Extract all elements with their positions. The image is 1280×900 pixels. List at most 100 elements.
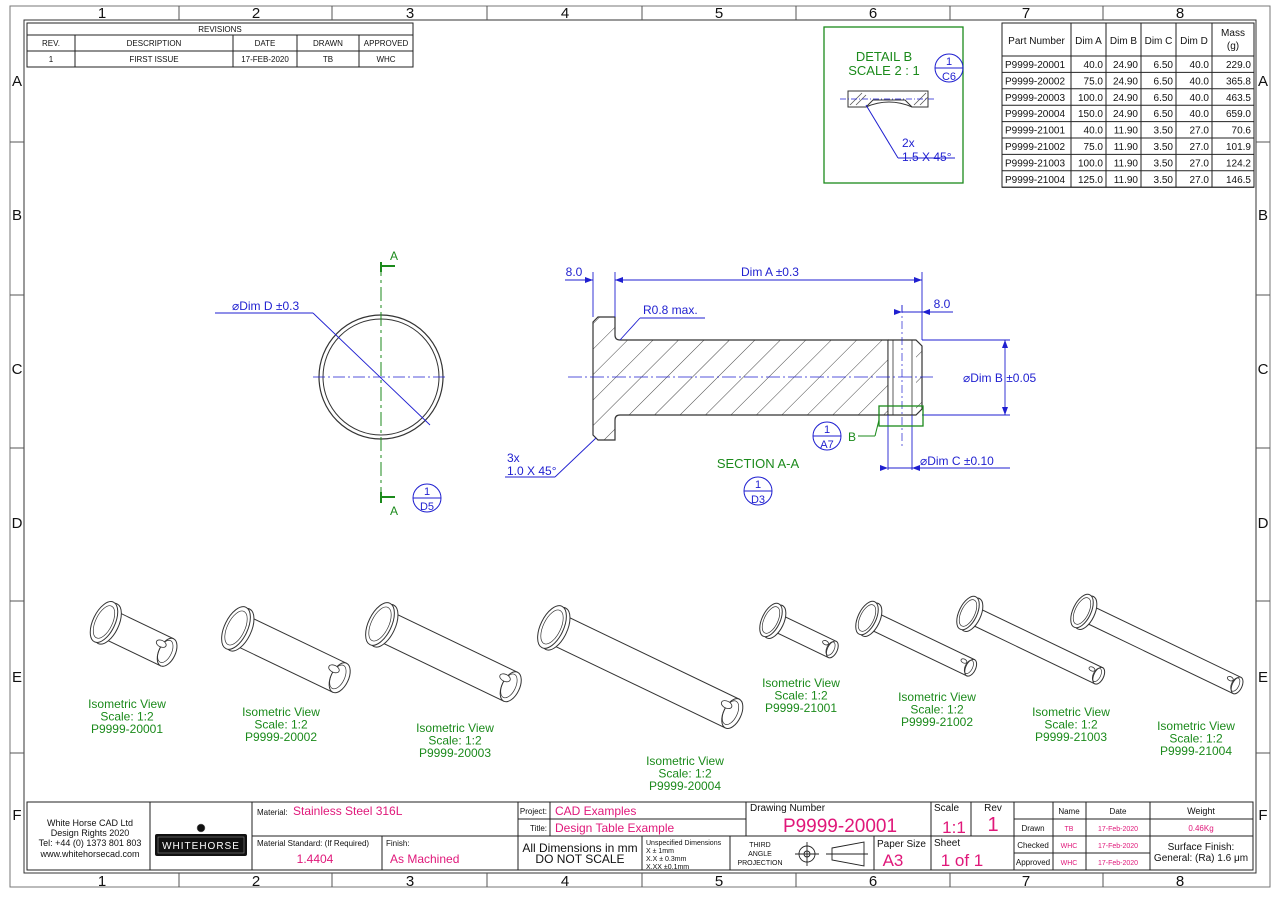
scale-value: 1:1 [942,818,966,837]
table-cell: 27.0 [1190,158,1210,169]
iso-label: Isometric View [898,690,976,704]
rev-cell: FIRST ISSUE [129,55,178,64]
rev-header: DATE [255,39,276,48]
iso-scale: Scale: 1:2 [428,734,482,748]
approved-date: 17-Feb-2020 [1098,860,1138,867]
table-cell: P9999-20001 [1005,60,1065,71]
title-label: Title: [530,824,547,833]
table-cell: 24.90 [1113,93,1138,104]
row-label: E [12,669,22,686]
iso-scale: Scale: 1:2 [254,718,308,732]
iso-scale: Scale: 1:2 [658,767,712,781]
dim-8-left: 8.0 [566,265,583,279]
col-label: 8 [1176,5,1184,22]
name-col-label: Name [1058,807,1080,816]
design-rights: Design Rights 2020 [51,828,130,838]
col-label: 5 [715,873,723,890]
table-cell: P9999-21004 [1005,175,1065,186]
inner-border [23,19,1257,874]
table-cell: 40.0 [1084,126,1104,137]
iso-part-number: P9999-21004 [1160,744,1232,758]
do-not-scale: DO NOT SCALE [535,852,624,866]
table-header: Part Number [1008,36,1065,47]
col-label: 4 [561,873,569,890]
finish-value: As Machined [390,852,459,866]
detail-b-view: DETAIL B SCALE 2 : 1 1 C6 2x 1.5 X 45° [823,26,964,184]
row-label: B [1258,207,1268,224]
table-cell: 40.0 [1190,109,1210,120]
material-std-value: 1.4404 [297,852,334,866]
iso-scale: Scale: 1:2 [1169,732,1223,746]
front-view: A A ⌀Dim D ±0.3 1 D5 [215,249,447,518]
logo [155,834,247,856]
row-label: C [1258,361,1269,378]
table-cell: 24.90 [1113,109,1138,120]
svg-text:1: 1 [946,56,952,68]
table-cell: 75.0 [1084,76,1104,87]
sheet-value: 1 of 1 [941,851,984,870]
table-cell: 24.90 [1113,76,1138,87]
tolerance-1: X ± 1mm [646,848,674,855]
detail-b-chamfer: 1.5 X 45° [902,150,952,164]
col-label: 7 [1022,5,1030,22]
dim-b: ⌀Dim B ±0.05 [963,371,1036,385]
rev-cell: WHC [376,55,395,64]
table-header: (g) [1227,41,1239,52]
table-cell: 3.50 [1154,158,1174,169]
finish-label: Finish: [386,839,410,848]
table-cell: 125.0 [1078,175,1103,186]
table-header: Mass [1221,28,1245,39]
table-cell: 365.8 [1226,76,1251,87]
iso-part-number: P9999-20004 [649,779,721,793]
unspecified-dims: Unspecified Dimensions [646,840,722,847]
iso-label: Isometric View [1157,719,1235,733]
drawn-name: TB [1065,826,1074,833]
table-cell: 659.0 [1226,109,1251,120]
rev-header: DESCRIPTION [127,39,182,48]
col-label: 4 [561,5,569,22]
table-cell: P9999-21001 [1005,126,1065,137]
checked-label: Checked [1017,841,1049,850]
rev-cell: 1 [49,55,54,64]
table-cell: 101.9 [1226,142,1251,153]
section-view: 8.0 Dim A ±0.3 8.0 R0.8 max. ⌀Dim B ±0.0… [505,265,1036,506]
svg-text:1: 1 [755,479,761,491]
table-header: Dim C [1145,36,1173,47]
rev-header: APPROVED [364,39,409,48]
iso-part-number: P9999-21003 [1035,730,1107,744]
paper-size-label: Paper Size [877,839,926,850]
all-dims: All Dimensions in mm [522,841,637,855]
company-web: www.whitehorsecad.com [39,849,139,859]
table-cell: 40.0 [1190,93,1210,104]
section-title: SECTION A-A [717,456,800,471]
logo-text: WHITEHORSE [162,841,240,852]
paper-size: A3 [883,851,904,870]
table-cell: 3.50 [1154,126,1174,137]
drawing-number-label: Drawing Number [750,803,826,814]
svg-text:PROJECTION: PROJECTION [737,860,782,867]
table-cell: 27.0 [1190,175,1210,186]
iso-label: Isometric View [242,705,320,719]
sheet-label: Sheet [934,838,960,849]
table-cell: 75.0 [1084,142,1104,153]
tolerance-2: X.X ± 0.3mm [646,856,687,863]
iso-scale: Scale: 1:2 [100,710,154,724]
surface-finish-label: Surface Finish: [1168,842,1235,853]
row-label: E [1258,669,1268,686]
table-cell: 3.50 [1154,142,1174,153]
svg-text:A7: A7 [820,439,833,451]
date-col-label: Date [1110,807,1127,816]
table-cell: P9999-20004 [1005,109,1065,120]
row-label: A [12,73,22,90]
table-header: Dim A [1075,36,1102,47]
iso-scale: Scale: 1:2 [1044,718,1098,732]
svg-text:THIRD: THIRD [749,842,770,849]
svg-text:1: 1 [824,424,830,436]
col-label: 8 [1176,873,1184,890]
table-cell: 100.0 [1078,158,1103,169]
revisions-table: REVISIONS REV. DESCRIPTION DATE DRAWN AP… [26,22,414,68]
table-cell: 11.90 [1114,126,1139,137]
